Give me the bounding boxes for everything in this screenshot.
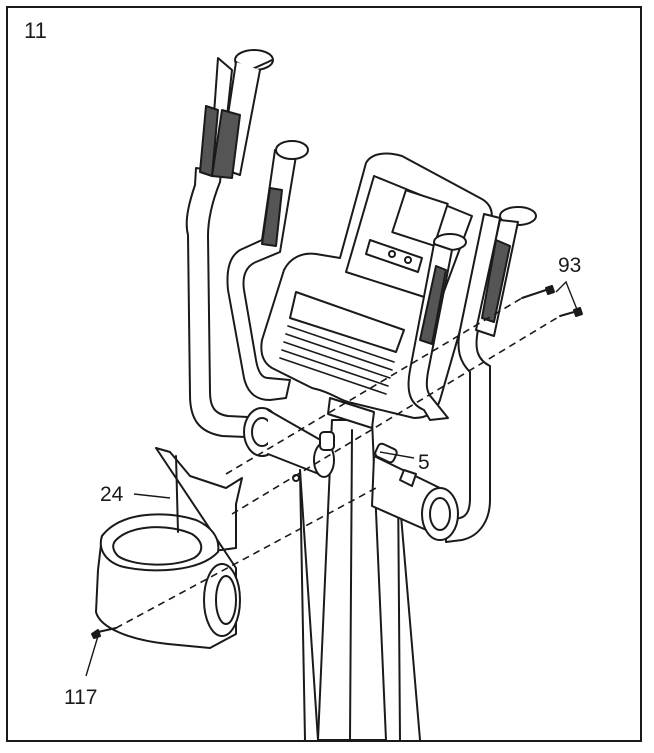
right-pivot-tube xyxy=(371,442,459,541)
bolt-93-lower xyxy=(559,307,583,317)
left-pivot-tube xyxy=(243,407,335,482)
shroud-part-24 xyxy=(95,447,243,649)
alignment-lines xyxy=(115,297,561,629)
step-number: 11 xyxy=(24,18,47,43)
right-rear-arm xyxy=(445,206,537,543)
right-front-arm xyxy=(407,233,467,421)
left-front-arm xyxy=(226,140,309,401)
part-label-93: 93 xyxy=(558,254,582,277)
part-label-5: 5 xyxy=(418,451,430,474)
console xyxy=(260,152,493,429)
part-label-24: 24 xyxy=(100,483,124,506)
leader-lines xyxy=(85,280,579,677)
part-label-117: 117 xyxy=(64,686,98,709)
bolt-93-upper xyxy=(521,285,555,299)
screw-117 xyxy=(91,627,117,639)
